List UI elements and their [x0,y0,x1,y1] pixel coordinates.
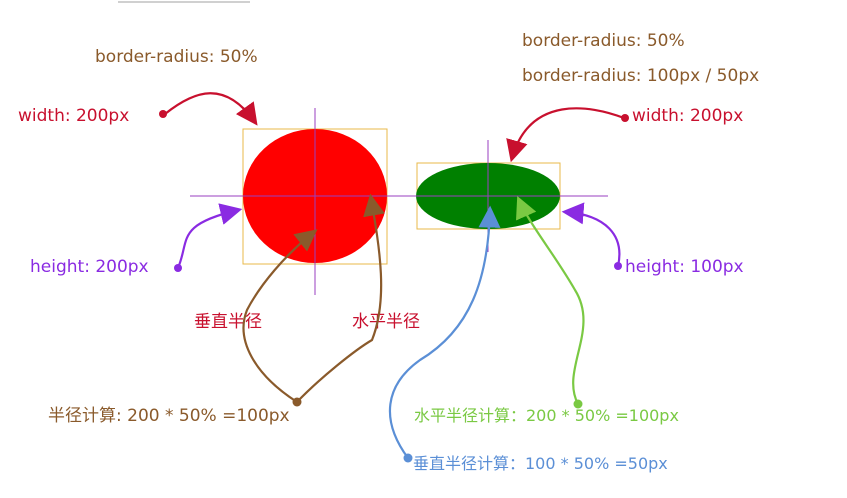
vertical-calc-arrow-dot [403,453,413,463]
right-height-arrow-dot [614,262,622,270]
horizontal-radius-arrow [296,193,385,403]
left-height-arrow-dot [174,264,182,272]
left-calc-label: 半径计算: 200 * 50% =100px [48,406,290,426]
vertical-radius-label: 垂直半径 [194,312,262,332]
right-radius-label-2: border-radius: 100px / 50px [522,66,759,86]
right-width-arrow-dot [621,114,629,122]
left-width-label: width: 200px [18,106,129,126]
left-width-arrow [164,92,258,126]
vertical-calc-arrow [388,205,501,459]
right-width-arrow [506,107,625,163]
left-height-arrow [176,203,243,269]
right-radius-label-1: border-radius: 50% [522,31,685,51]
right-height-arrow [561,202,621,267]
left-width-arrow-dot [159,110,167,118]
vertical-radius-arrow [242,229,318,403]
right-height-label: height: 100px [625,257,744,277]
radius-arrows-dot [292,397,302,407]
right-width-label: width: 200px [632,106,743,126]
horizontal-calc-arrow-dot [573,399,583,409]
left-height-label: height: 200px [30,257,149,277]
horizontal-calc-arrow [516,195,585,405]
horizontal-calc-label: 水平半径计算：200 * 50% =100px [414,406,679,425]
vertical-calc-label: 垂直半径计算：100 * 50% =50px [413,454,668,473]
left-radius-label: border-radius: 50% [95,47,258,67]
horizontal-radius-label: 水平半径 [352,312,420,332]
